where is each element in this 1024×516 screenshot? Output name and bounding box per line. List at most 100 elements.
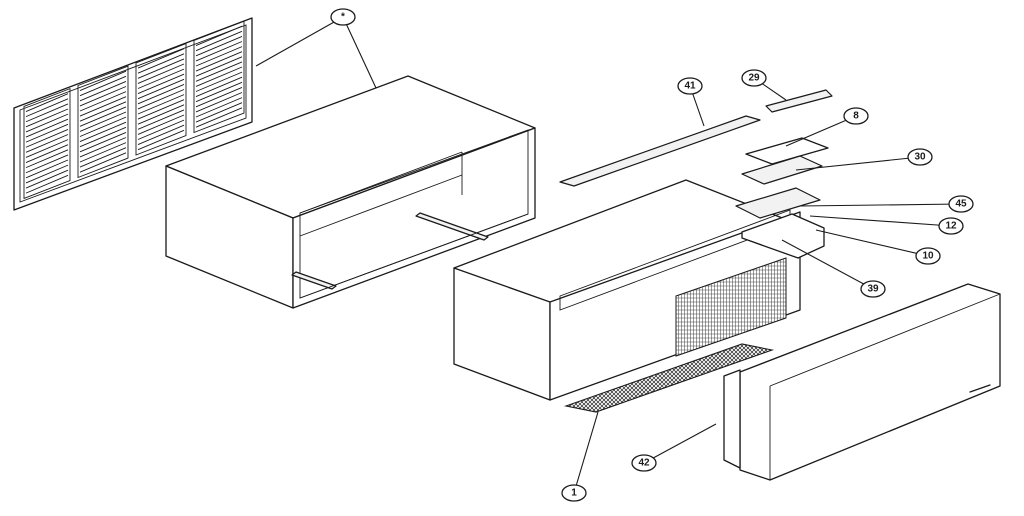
condenser-coil [675, 257, 787, 357]
grille-louver [195, 41, 243, 62]
grille-louver [137, 94, 185, 115]
grille-louver [25, 164, 69, 184]
grille-louver [25, 123, 69, 143]
grille-louver [195, 51, 243, 72]
grille-louver [195, 35, 243, 57]
control-knobs [745, 137, 829, 165]
grille-louver [79, 80, 127, 102]
callout-label: 8 [853, 111, 859, 122]
grille-louver [137, 68, 185, 89]
grille-louver [79, 75, 127, 97]
callout-circle [915, 247, 941, 265]
grille-louver [25, 144, 69, 163]
leader-line [815, 229, 929, 257]
leader-line [342, 16, 377, 89]
grille-louver [25, 108, 69, 128]
grille-panel [135, 42, 187, 156]
leader-line [255, 16, 344, 67]
callout-star: * [330, 8, 356, 26]
callout-1: 1 [561, 484, 587, 502]
leader-line [643, 423, 717, 464]
grille-louver [79, 86, 127, 107]
grille-louver [25, 159, 69, 179]
grille-louver [79, 116, 127, 137]
grille-louver [137, 78, 185, 100]
leader-line [785, 115, 857, 147]
callout-41: 41 [677, 77, 703, 95]
grille-louver [195, 61, 243, 82]
leader-line [795, 156, 921, 171]
grille-louver [195, 86, 243, 108]
grille-louver [79, 137, 127, 158]
callout-label: 10 [922, 251, 934, 262]
callout-29: 29 [741, 69, 767, 87]
grille-louver [195, 25, 243, 47]
grille-louver [79, 142, 127, 163]
callout-label: 12 [945, 221, 957, 232]
grille-louver [195, 97, 243, 118]
grille-louver [79, 70, 127, 92]
grille-louver [195, 56, 243, 77]
callout-label: 39 [867, 284, 879, 295]
grille-louver [137, 73, 185, 95]
callout-label: 30 [914, 152, 926, 163]
grille-panel [77, 65, 129, 179]
leader-lines [255, 16, 962, 494]
grille-louver [137, 124, 185, 146]
callout-circle [631, 454, 657, 472]
callout-circle [677, 77, 703, 95]
callout-39: 39 [860, 280, 886, 298]
callout-45: 45 [948, 195, 974, 213]
grille-louver [137, 48, 185, 69]
control-panel [741, 155, 823, 185]
callout-label: 45 [955, 199, 967, 210]
callout-circle [948, 195, 974, 213]
grille-louver [25, 154, 69, 174]
front-cover [723, 283, 1001, 481]
grille-louver [79, 91, 127, 112]
grille-louver [79, 111, 127, 132]
grille-louver [195, 76, 243, 98]
grille-louver [25, 169, 69, 189]
leader-line [573, 411, 599, 494]
callout-30: 30 [907, 148, 933, 166]
grille-louver [25, 118, 69, 138]
grille-louver [79, 152, 127, 173]
grille-louver [137, 104, 185, 125]
grille-louver [25, 134, 69, 153]
grille-louver [195, 46, 243, 67]
grille-louver [25, 103, 69, 123]
grille-louver [137, 83, 185, 105]
grille-louver [25, 93, 69, 112]
part-callouts: * 41 29 8 30 45 12 10 39 42 1 [330, 8, 974, 502]
grille-louver [195, 107, 243, 128]
grille-louver [25, 98, 69, 118]
callout-circle [860, 280, 886, 298]
callout-12: 12 [938, 217, 964, 235]
outdoor-grille [13, 17, 253, 211]
grille-louver [79, 101, 127, 122]
grille-louver [25, 113, 69, 133]
grille-louver [137, 53, 185, 74]
grille-louver [195, 81, 243, 103]
grille-louver [137, 89, 185, 110]
grille-louver [137, 58, 185, 79]
grille-louver [79, 106, 127, 127]
control-bracket [735, 187, 821, 219]
grille-louver [79, 147, 127, 168]
grille-louver [137, 63, 185, 84]
chassis [453, 179, 825, 401]
grille-louver [195, 92, 243, 113]
callout-42: 42 [631, 454, 657, 472]
wall-sleeve [165, 75, 536, 309]
grille-louver [79, 96, 127, 117]
grille-louver [137, 114, 185, 135]
grille-louver [79, 131, 127, 153]
leader-line [809, 215, 952, 227]
grille-louver [25, 174, 69, 194]
grille-louver [195, 71, 243, 92]
grille-louver [195, 102, 243, 123]
callout-8: 8 [843, 107, 869, 125]
callout-circle [741, 69, 767, 87]
